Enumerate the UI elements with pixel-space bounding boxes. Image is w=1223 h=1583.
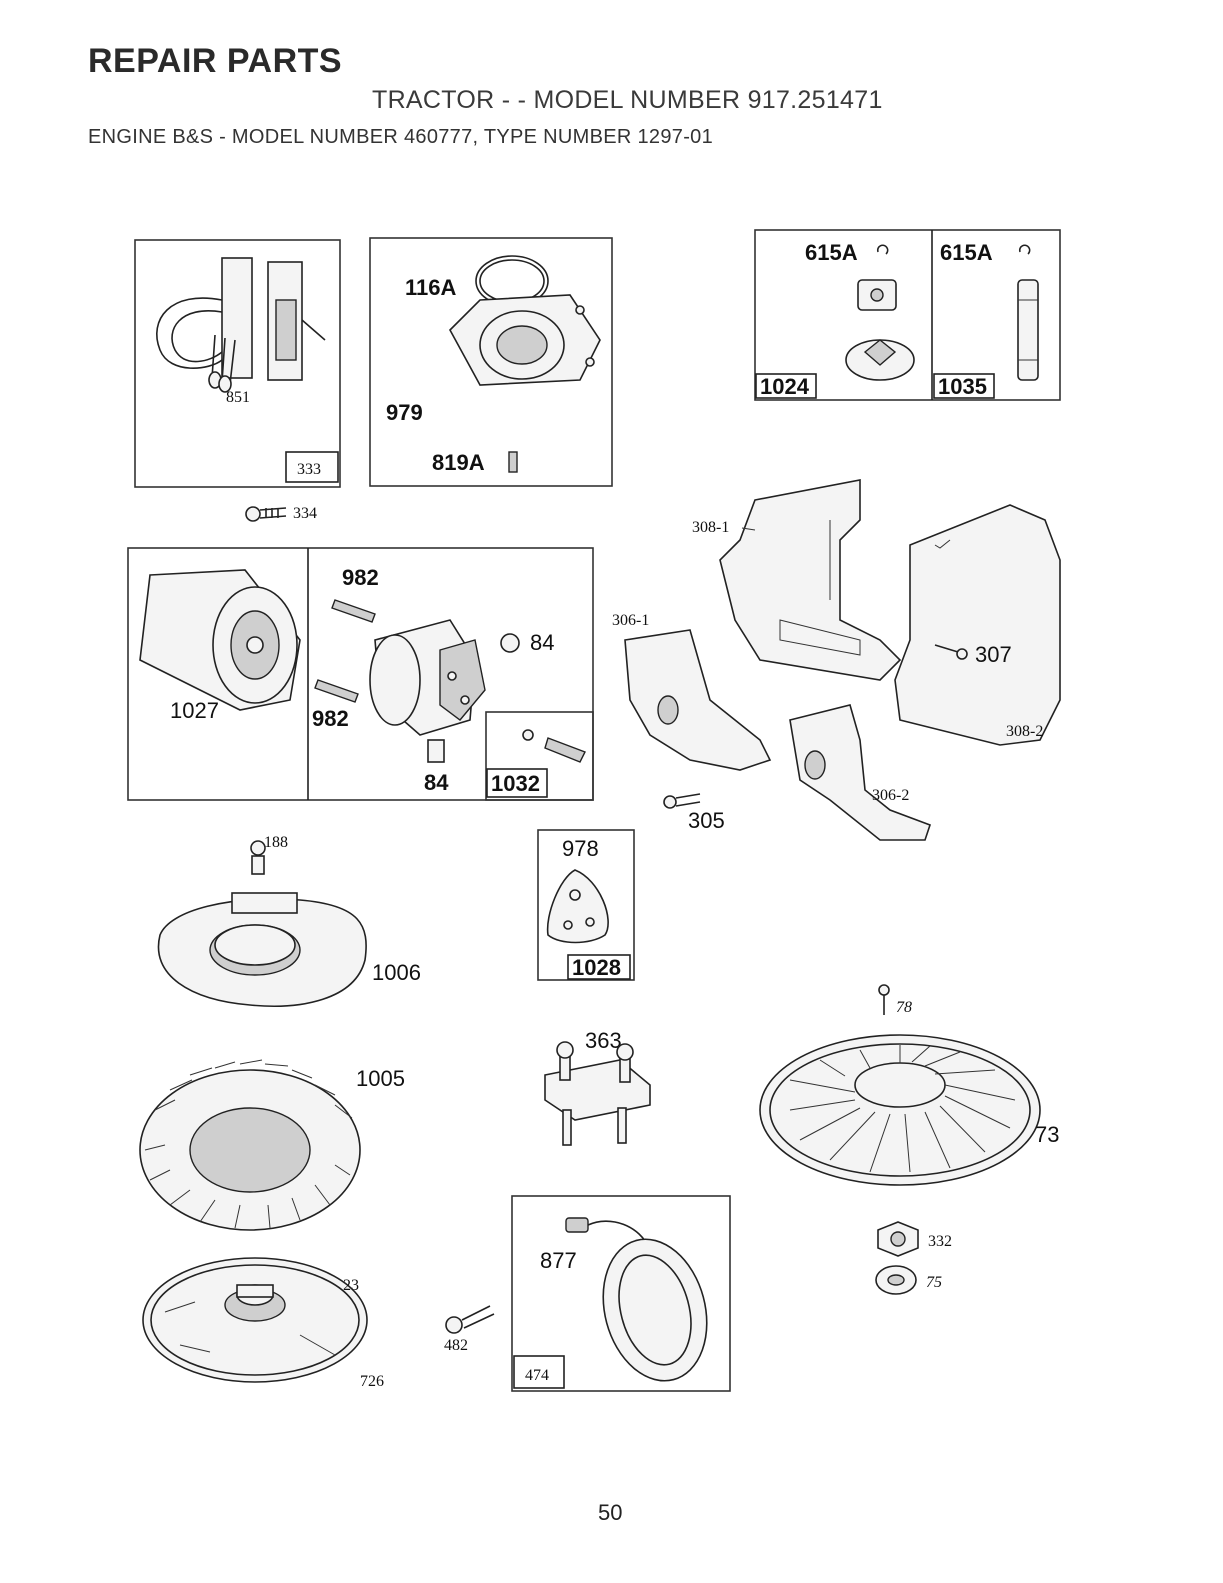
part-label-819A: 819A xyxy=(432,450,485,475)
part-label-23: 23 xyxy=(343,1277,359,1294)
part-label-188: 188 xyxy=(264,834,288,851)
flywheel-drawing: 23 726 xyxy=(143,1258,384,1390)
part-label-307: 307 xyxy=(975,642,1012,667)
washer-75: 75 xyxy=(876,1266,942,1294)
part-label-979: 979 xyxy=(386,400,423,425)
part-tag-1028: 1028 xyxy=(572,955,621,980)
part-label-116A: 116A xyxy=(405,275,456,300)
part-label-726: 726 xyxy=(360,1373,384,1390)
screw-334: 334 xyxy=(246,505,317,522)
part-label-84-a: 84 xyxy=(530,630,554,655)
cylinder-shrouds: 308-1 308-2 307 306-1 306-2 305 xyxy=(612,480,1060,840)
part-label-73: 73 xyxy=(1035,1122,1059,1147)
screw-482: 482 xyxy=(444,1306,494,1354)
oil-filter-box: 1027 982 982 84 84 1032 xyxy=(128,548,593,800)
part-label-363: 363 xyxy=(585,1028,622,1053)
part-73-drawing: 73 xyxy=(760,1035,1059,1185)
part-label-308-2: 308-2 xyxy=(1006,723,1043,740)
part-tag-1032: 1032 xyxy=(491,771,540,796)
part-label-615A-b: 615A xyxy=(940,240,993,265)
breather-box: 116A 979 819A xyxy=(370,238,612,486)
part-label-978: 978 xyxy=(562,836,599,861)
part-label-84-b: 84 xyxy=(424,770,449,795)
nut-332: 332 xyxy=(878,1222,952,1256)
part-label-982-a: 982 xyxy=(342,565,379,590)
part-label-334: 334 xyxy=(293,505,317,522)
armature-drawing xyxy=(157,258,325,392)
part-label-305: 305 xyxy=(688,808,725,833)
part-label-615A-a: 615A xyxy=(805,240,858,265)
part-1006-drawing: 1006 xyxy=(158,893,420,1006)
part-tag-474: 474 xyxy=(525,1367,549,1384)
part-label-306-2: 306-2 xyxy=(872,787,909,804)
part-1005-drawing: 1005 xyxy=(140,1060,405,1230)
page-number: 50 xyxy=(598,1500,622,1526)
part-label-75: 75 xyxy=(926,1274,942,1291)
part-label-851: 851 xyxy=(226,389,250,406)
oil-pump-box: 615A 1024 615A 1035 xyxy=(755,230,1060,400)
ignition-armature-box: 851 333 xyxy=(135,240,340,487)
part-label-982-b: 982 xyxy=(312,706,349,731)
screw-78: 78 xyxy=(879,985,912,1016)
part-label-482: 482 xyxy=(444,1337,468,1354)
part-label-1006: 1006 xyxy=(372,960,421,985)
part-label-877: 877 xyxy=(540,1248,577,1273)
part-label-1005: 1005 xyxy=(356,1066,405,1091)
part-label-78: 78 xyxy=(896,999,912,1016)
screw-188: 188 xyxy=(251,834,288,874)
part-tag-1024: 1024 xyxy=(760,374,810,399)
part-label-1027: 1027 xyxy=(170,698,219,723)
part-tag-1035: 1035 xyxy=(938,374,987,399)
part-label-306-1: 306-1 xyxy=(612,612,649,629)
part-label-332: 332 xyxy=(928,1233,952,1250)
part-label-308-1: 308-1 xyxy=(692,519,729,536)
part-363-drawing: 363 xyxy=(545,1028,650,1145)
part-tag-333: 333 xyxy=(297,461,321,478)
alternator-box: 877 474 xyxy=(512,1196,730,1392)
gasket-box: 978 1028 xyxy=(538,830,634,980)
